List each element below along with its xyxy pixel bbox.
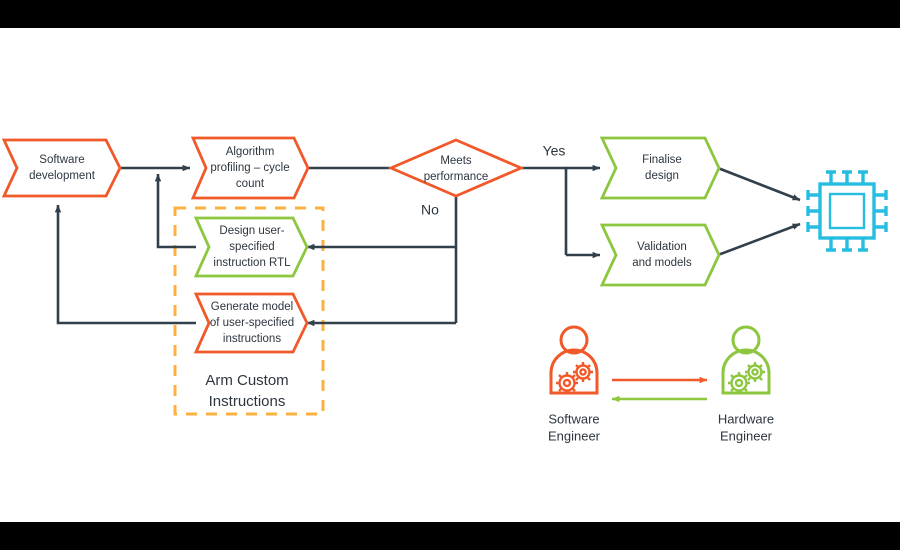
node-shape — [387, 138, 525, 198]
node-label-line1: Algorithm — [226, 146, 275, 158]
edge-label-yes: Yes — [543, 143, 566, 159]
node-finalise-design[interactable]: Finalise design — [599, 136, 721, 200]
node-label-line2: specified — [229, 241, 274, 253]
node-label-line2: development — [29, 170, 96, 182]
node-label-line3: instructions — [223, 333, 281, 345]
edge-designrtl-to-profiling — [154, 173, 196, 249]
node-label-line1: Finalise — [642, 154, 682, 166]
node-label-line1: Generate model — [211, 301, 293, 313]
diagram-stage: Arm Custom Instructions — [0, 28, 900, 522]
arm-custom-instructions-group: Arm Custom Instructions — [173, 206, 325, 416]
node-label-line3: count — [236, 178, 265, 190]
node-shape — [599, 223, 721, 287]
legend-label-line2: Engineer — [720, 428, 773, 443]
person-gears-icon-software — [549, 325, 599, 395]
node-meets-performance[interactable]: Meets performance — [387, 138, 525, 198]
node-label-line2: performance — [424, 171, 489, 183]
node-shape — [1, 138, 122, 198]
edge-generatemodel-to-softwaredev — [54, 204, 196, 325]
legend-label-line2: Engineer — [548, 428, 601, 443]
node-shape — [193, 292, 309, 354]
node-label-line2: profiling – cycle — [210, 162, 289, 174]
node-label-line2: design — [645, 170, 679, 182]
edge-yes-trunk — [521, 166, 568, 255]
flowchart-svg: Arm Custom Instructions — [1, 136, 888, 443]
legend-label-line1: Hardware — [718, 411, 774, 426]
legend-label-line1: Software — [548, 411, 599, 426]
edge-validation-to-chip — [717, 222, 801, 257]
cpu-chip-icon — [806, 170, 888, 252]
node-validation-and-models[interactable]: Validation and models — [599, 223, 721, 287]
legend-software-engineer: Software Engineer — [548, 325, 601, 443]
node-label-line2: of user-specified — [210, 317, 294, 329]
group-label-line1: Arm Custom — [205, 372, 288, 389]
node-software-development[interactable]: Software development — [1, 138, 122, 198]
edge-finalise-to-chip — [717, 166, 801, 202]
node-label-line3: instruction RTL — [213, 257, 291, 269]
person-gears-icon-hardware — [721, 325, 771, 395]
group-label-line2: Instructions — [209, 393, 286, 410]
node-shape — [599, 136, 721, 200]
node-generate-model[interactable]: Generate model of user-specified instruc… — [193, 292, 309, 354]
node-algorithm-profiling[interactable]: Algorithm profiling – cycle count — [190, 136, 310, 200]
group-dashed-border — [173, 206, 325, 416]
node-label-line1: Design user- — [219, 225, 284, 237]
legend-hardware-engineer: Hardware Engineer — [718, 325, 774, 443]
node-shape — [193, 216, 309, 278]
node-label-line2: and models — [632, 257, 692, 269]
connectors — [54, 164, 801, 327]
node-label-line1: Meets — [440, 155, 472, 167]
node-label-line1: Software — [39, 154, 84, 166]
node-design-user-specified-rtl[interactable]: Design user- specified instruction RTL — [193, 216, 309, 278]
edge-label-no: No — [421, 202, 439, 218]
node-label-line1: Validation — [637, 241, 687, 253]
node-shape — [190, 136, 310, 200]
